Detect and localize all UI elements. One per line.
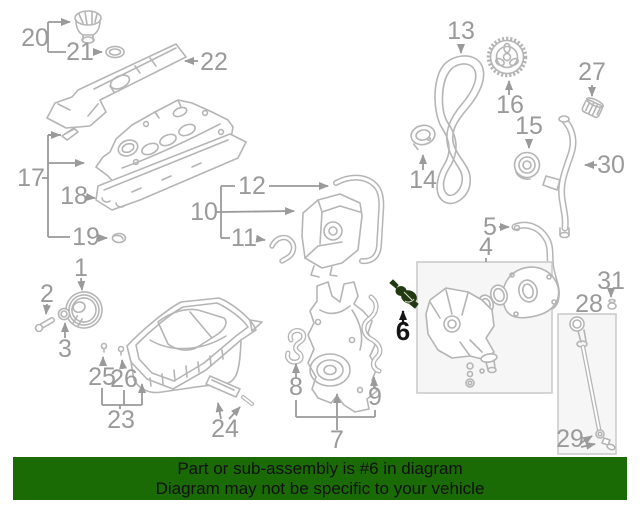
callout-label-19: 19 [72,223,100,251]
callout-24: 24 [211,402,241,443]
part-valve-cover-gasket [95,133,247,211]
part-dipstick-assembly [557,313,617,455]
callout-14: 14 [409,154,437,194]
callout-label-2: 2 [40,280,54,308]
callout-label-30: 30 [597,151,625,179]
part-oil-pump-assembly [416,261,560,394]
part-engine-cover-trim [46,43,187,129]
part-clamp [285,328,307,365]
callout-12: 12 [221,172,328,200]
callout-label-23: 23 [107,406,135,434]
callout-label-29: 29 [556,425,584,453]
callout-label-14: 14 [409,166,437,194]
callout-label-24: 24 [211,415,239,443]
callout-label-10: 10 [190,198,218,226]
banner-line-1: Part or sub-assembly is #6 in diagram [177,458,463,478]
callout-label-21: 21 [66,38,94,66]
part-plug [581,97,605,119]
part-idler-pulley [513,151,541,180]
part-dipstick-tube [542,115,577,239]
notice-banner: Part or sub-assembly is #6 in diagram Di… [13,457,627,500]
callout-23: 23 [102,383,146,434]
part-seal-31 [607,298,617,310]
callout-label-26: 26 [110,365,138,393]
callout-label-5: 5 [483,213,497,241]
part-bolt [34,317,55,333]
callout-31: 31 [597,267,625,298]
callout-1: 1 [74,254,88,291]
callout-22: 22 [184,48,228,76]
part-pan-bolt-26 [117,345,125,356]
callout-29: 29 [556,425,596,453]
callout-label-12: 12 [238,172,266,200]
part-o-ring [105,45,125,59]
part-lower-cover-gasket [361,294,383,374]
callout-10: 10 [190,186,294,238]
callout-30: 30 [584,151,625,179]
callout-label-6: 6 [396,316,410,346]
callout-15: 15 [515,112,543,149]
callout-27: 27 [578,58,606,97]
callout-28: 28 [575,290,603,318]
callout-label-11: 11 [231,224,257,252]
part-timing-belt [434,55,485,205]
callout-label-13: 13 [447,17,475,45]
part-clip [61,127,79,141]
callout-26: 26 [110,359,138,405]
callout-label-16: 16 [496,91,524,119]
part-camshaft-sprocket [486,36,528,78]
callout-18: 18 [60,182,96,210]
part-upper-cover-gasket [333,174,385,265]
callout-7: 7 [295,393,376,454]
part-hose-bracket [269,234,297,264]
callout-3: 3 [58,322,72,363]
callout-21: 21 [48,38,103,66]
part-camshaft-seal [410,124,436,151]
callout-label-28: 28 [575,290,603,318]
callout-label-27: 27 [578,58,606,86]
callout-label-4: 4 [479,233,493,261]
part-highlighted-bolt [389,279,419,309]
callout-label-31: 31 [597,267,625,295]
callout-9: 9 [368,376,382,411]
callout-label-8: 8 [289,373,303,401]
callout-8: 8 [289,363,303,401]
callout-label-20: 20 [21,24,49,52]
part-washer [57,307,71,321]
callout-5: 5 [483,213,510,241]
part-pan-bolt-25 [100,342,108,353]
callout-label-7: 7 [330,426,344,454]
part-grommet [111,232,127,244]
callout-label-17: 17 [17,164,45,192]
callout-label-25: 25 [88,363,116,391]
callout-16: 16 [496,80,524,119]
callout-20: 20 [21,22,70,52]
callout-label-15: 15 [515,112,543,140]
callout-2: 2 [40,280,54,315]
callout-11: 11 [221,224,266,252]
part-upper-timing-cover [301,193,363,278]
callout-17: 17 [17,131,84,237]
part-oil-pan [126,297,263,394]
callout-19: 19 [48,223,108,251]
part-lower-timing-cover [307,281,378,413]
callout-label-22: 22 [200,48,228,76]
callout-label-9: 9 [368,383,382,411]
banner-line-2: Diagram may not be specific to your vehi… [155,478,485,498]
callout-label-1: 1 [74,254,88,282]
callout-25: 25 [88,356,116,405]
callout-label-3: 3 [58,335,72,363]
callout-label-18: 18 [60,182,88,210]
part-baffle-plate [205,375,254,406]
callout-6-highlighted: 6 [396,310,410,346]
callout-4: 4 [479,233,493,262]
callout-13: 13 [447,17,475,54]
